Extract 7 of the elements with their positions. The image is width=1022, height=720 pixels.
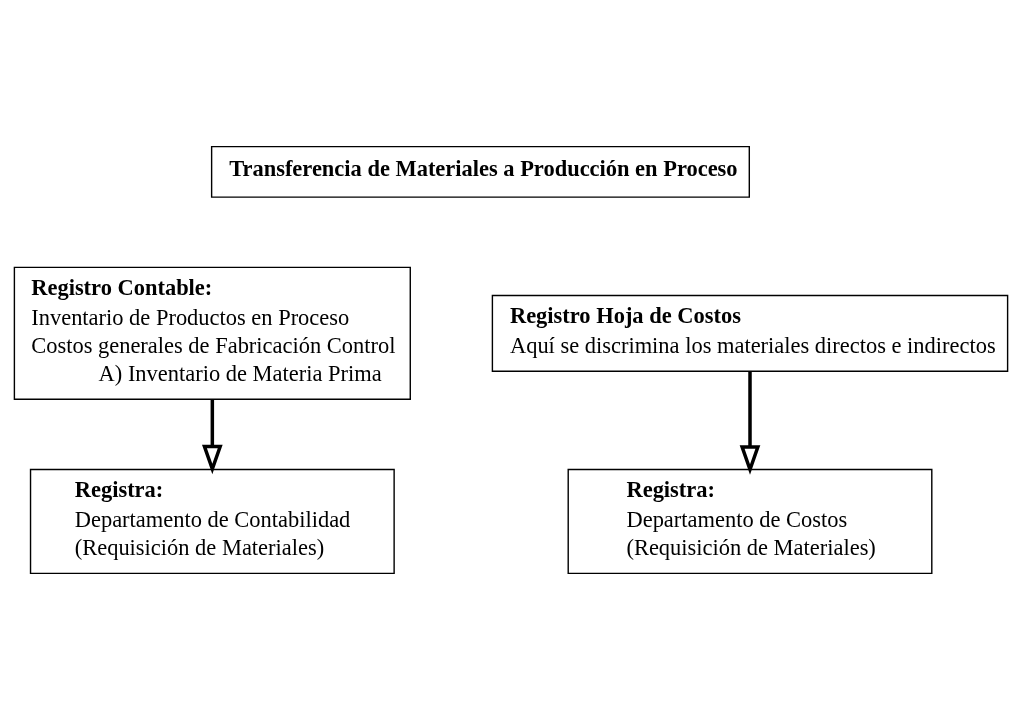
node-box: Registra: Departamento de Contabilidad (Requisición de Materiales) (29, 468, 395, 575)
node-box: Transferencia de Materiales a Producción en Proceso (210, 145, 750, 198)
arrow (202, 399, 223, 475)
node-box: Registra: Departamento de Costos (Requisición de Materiales) (567, 468, 933, 575)
node-box: Registro Contable: Inventario de Productos en Proceso Costos generales de Fabricación Control A) Inventario de Materia Prima (13, 266, 411, 400)
arrow (739, 371, 761, 475)
node-box: Registro Hoja de Costos Aquí se discrimina los materiales directos e indirectos (491, 294, 1009, 372)
